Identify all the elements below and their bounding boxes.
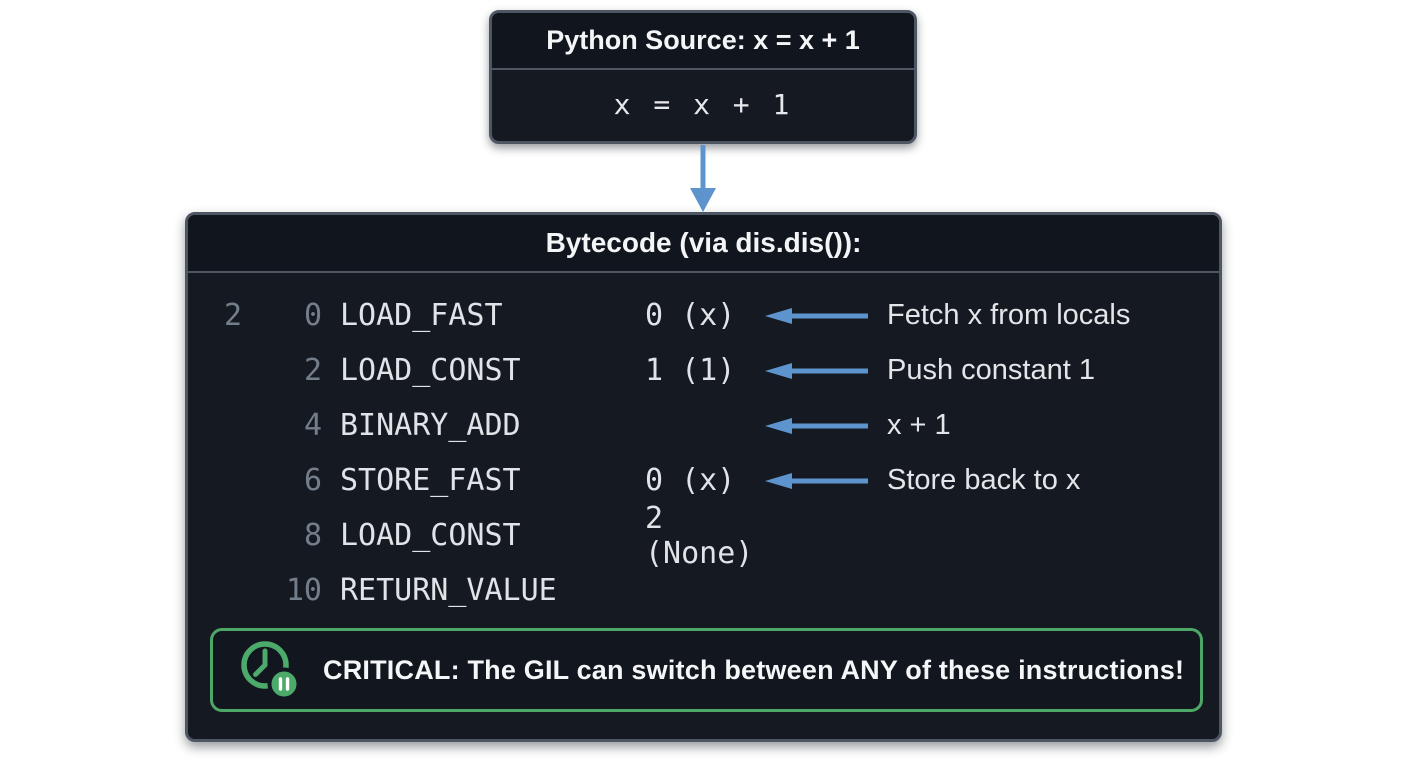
opcode-name: LOAD_CONST: [340, 353, 521, 388]
bytecode-offset: 4: [303, 408, 322, 443]
bytecode-row: 2 0 LOAD_FAST 0 (x) Fetch x from locals: [198, 288, 1219, 343]
gil-critical-text: CRITICAL: The GIL can switch between ANY…: [323, 654, 1185, 685]
bytecode-row: 6 STORE_FAST 0 (x) Store back to x: [198, 453, 1219, 508]
left-arrow-icon: [765, 362, 872, 380]
bytecode-row: 10 RETURN_VALUE: [198, 563, 1219, 618]
bytecode-offset: 6: [303, 463, 322, 498]
bytecode-title: Bytecode (via dis.dis()):: [188, 215, 1219, 273]
left-arrow-icon: [765, 417, 872, 435]
down-arrow-icon: [687, 145, 719, 212]
opcode-name: STORE_FAST: [340, 463, 521, 498]
opcode-name: RETURN_VALUE: [340, 573, 557, 608]
opcode-name: LOAD_CONST: [340, 518, 521, 553]
clock-pause-icon: [239, 639, 301, 701]
opcode-arg: 2 (None): [645, 500, 754, 571]
bytecode-offset: 8: [303, 518, 322, 553]
bytecode-offset: 2: [303, 353, 322, 388]
left-arrow-icon: [765, 307, 872, 325]
opcode-arg: 0 (x): [645, 463, 736, 498]
bytecode-box: Bytecode (via dis.dis()): 2 0 LOAD_FAST …: [185, 212, 1222, 742]
opcode-name: LOAD_FAST: [340, 298, 503, 333]
bytecode-row: 8 LOAD_CONST 2 (None): [198, 501, 1219, 571]
annotation-text: x + 1: [887, 409, 951, 441]
python-source-code: x = x + 1: [613, 88, 793, 121]
opcode-arg: 0 (x): [645, 298, 736, 333]
bytecode-offset: 0: [303, 298, 322, 333]
bytecode-row: 2 LOAD_CONST 1 (1) Push constant 1: [198, 343, 1219, 398]
bytecode-listing: 2 0 LOAD_FAST 0 (x) Fetch x from locals …: [188, 273, 1219, 618]
python-source-title: Python Source: x = x + 1: [492, 13, 914, 70]
opcode-name: BINARY_ADD: [340, 408, 521, 443]
source-line-number: 2: [223, 298, 242, 333]
bytecode-row: 4 BINARY_ADD x + 1: [198, 398, 1219, 453]
opcode-arg: 1 (1): [645, 353, 736, 388]
annotation-text: Push constant 1: [887, 354, 1095, 386]
python-source-box: Python Source: x = x + 1 x = x + 1: [489, 10, 917, 144]
bytecode-offset: 10: [285, 573, 322, 608]
gil-critical-callout: CRITICAL: The GIL can switch between ANY…: [210, 628, 1203, 712]
left-arrow-icon: [765, 472, 872, 490]
annotation-text: Store back to x: [887, 464, 1081, 496]
annotation-text: Fetch x from locals: [887, 299, 1131, 331]
